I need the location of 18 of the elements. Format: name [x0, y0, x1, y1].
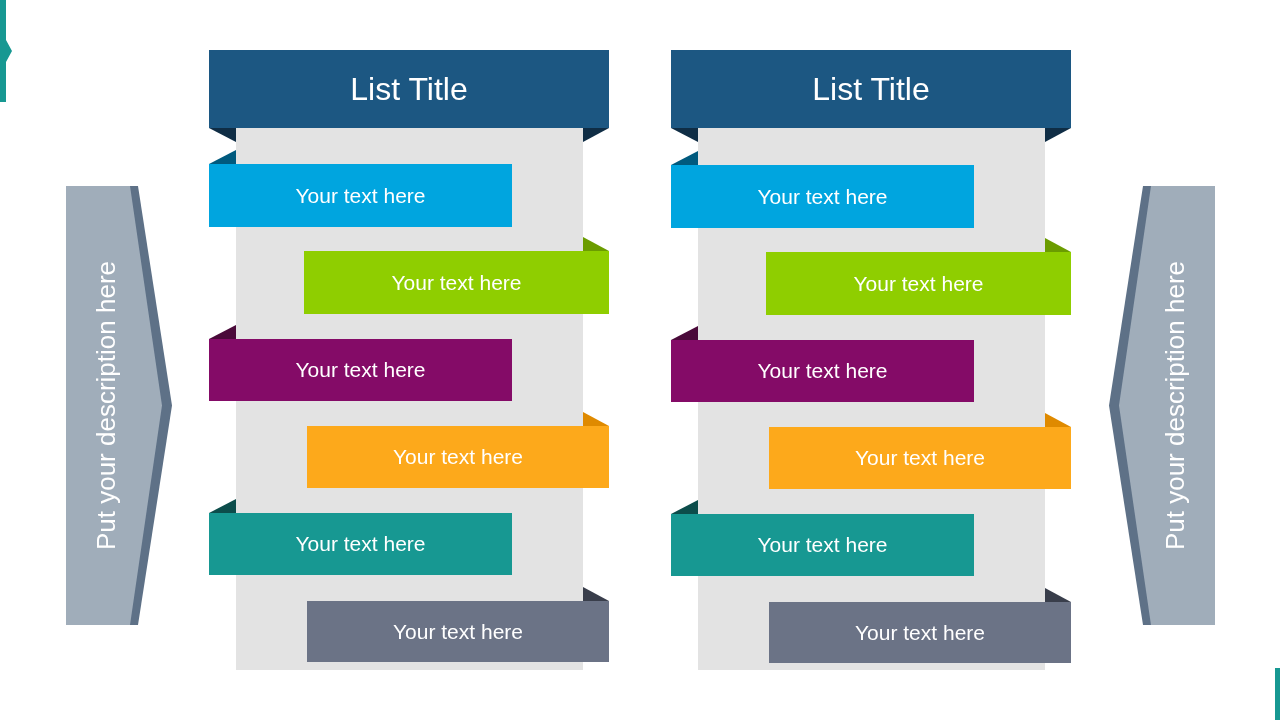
description-text: Put your description here: [1162, 261, 1188, 551]
description-text: Put your description here: [93, 261, 119, 551]
list-item-ribbon: Your text here: [671, 340, 974, 402]
list-item-ribbon: Your text here: [209, 513, 512, 575]
list-item-ribbon: Your text here: [307, 601, 609, 662]
list-item-ribbon: Your text here: [209, 164, 512, 227]
list-item-ribbon: Your text here: [769, 602, 1071, 663]
title-banner: List Title: [209, 50, 609, 128]
list-item-ribbon: Your text here: [769, 427, 1071, 489]
list-item-ribbon: Your text here: [304, 251, 609, 314]
list-item-ribbon: Your text here: [671, 165, 974, 228]
chevron-arrow: [1109, 186, 1215, 625]
list-item-ribbon: Your text here: [307, 426, 609, 488]
chevron-arrow: [66, 186, 172, 625]
list-item-ribbon: Your text here: [766, 252, 1071, 315]
title-banner: List Title: [671, 50, 1071, 128]
list-item-ribbon: Your text here: [671, 514, 974, 576]
list-item-ribbon: Your text here: [209, 339, 512, 401]
